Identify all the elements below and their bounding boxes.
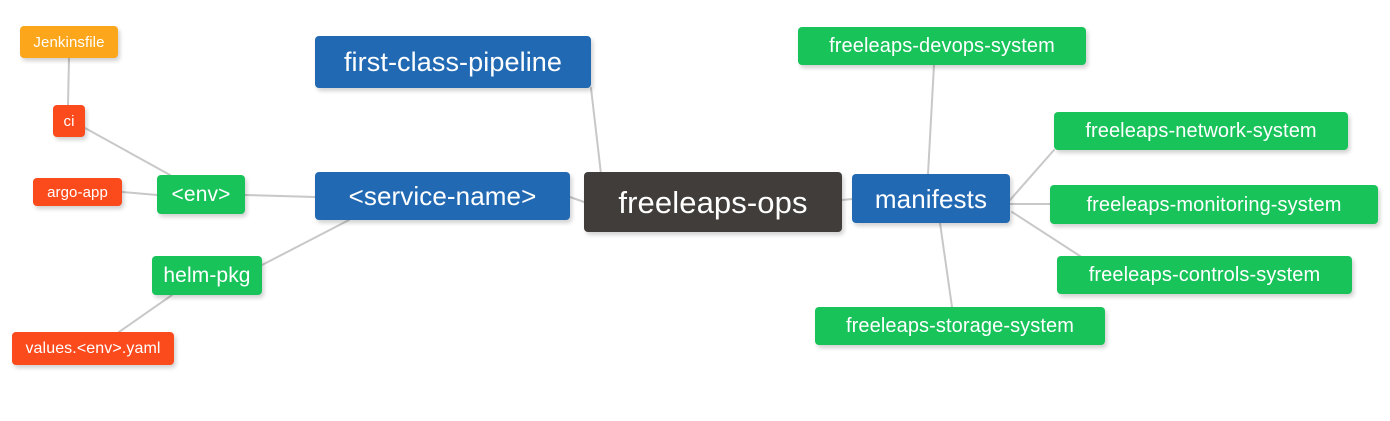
- node-label-helm-pkg: helm-pkg: [163, 264, 251, 287]
- edge-service-name-to-helm-pkg: [261, 219, 350, 266]
- edge-manifests-to-freeleaps-network-system: [1009, 149, 1055, 201]
- node-values-env-yaml[interactable]: values.<env>.yaml: [12, 332, 174, 365]
- node-label-first-class-pipeline: first-class-pipeline: [343, 46, 563, 77]
- edge-env-to-argo-app: [121, 191, 158, 196]
- node-freeleaps-storage-system[interactable]: freeleaps-storage-system: [815, 307, 1105, 345]
- node-first-class-pipeline[interactable]: first-class-pipeline: [315, 36, 591, 88]
- node-env[interactable]: <env>: [157, 175, 245, 214]
- edge-manifests-to-freeleaps-storage-system: [939, 222, 953, 308]
- edge-manifests-to-freeleaps-devops-system: [927, 64, 935, 175]
- node-label-env: <env>: [171, 183, 231, 206]
- node-label-argo-app: argo-app: [47, 183, 108, 201]
- node-freeleaps-network-system[interactable]: freeleaps-network-system: [1054, 112, 1348, 150]
- node-label-freeleaps-devops-system: freeleaps-devops-system: [829, 35, 1055, 57]
- node-label-manifests: manifests: [874, 183, 988, 214]
- node-ci[interactable]: ci: [53, 105, 85, 137]
- edge-ci-to-jenkinsfile: [67, 57, 70, 106]
- node-jenkinsfile[interactable]: Jenkinsfile: [20, 26, 118, 58]
- edge-freeleaps-ops-to-service-name: [569, 196, 585, 203]
- node-freeleaps-devops-system[interactable]: freeleaps-devops-system: [798, 27, 1086, 65]
- node-argo-app[interactable]: argo-app: [33, 178, 122, 206]
- edge-env-to-ci: [84, 127, 171, 176]
- node-label-service-name: <service-name>: [348, 181, 537, 211]
- node-label-jenkinsfile: Jenkinsfile: [33, 33, 105, 51]
- node-helm-pkg[interactable]: helm-pkg: [152, 256, 262, 295]
- node-freeleaps-ops[interactable]: freeleaps-ops: [584, 172, 842, 232]
- node-label-freeleaps-storage-system: freeleaps-storage-system: [845, 315, 1075, 337]
- edge-helm-pkg-to-values-env-yaml: [118, 294, 173, 333]
- node-label-freeleaps-network-system: freeleaps-network-system: [1085, 120, 1317, 142]
- edge-freeleaps-ops-to-manifests: [841, 198, 853, 201]
- node-label-freeleaps-monitoring-system: freeleaps-monitoring-system: [1086, 193, 1342, 216]
- node-label-values-env-yaml: values.<env>.yaml: [25, 339, 161, 357]
- node-service-name[interactable]: <service-name>: [315, 172, 570, 220]
- node-manifests[interactable]: manifests: [852, 174, 1010, 223]
- node-freeleaps-controls-system[interactable]: freeleaps-controls-system: [1057, 256, 1352, 294]
- node-label-freeleaps-controls-system: freeleaps-controls-system: [1088, 264, 1321, 286]
- node-label-ci: ci: [63, 112, 75, 130]
- edge-freeleaps-ops-to-first-class-pipeline: [590, 87, 602, 175]
- edge-service-name-to-env: [244, 194, 316, 198]
- node-label-freeleaps-ops: freeleaps-ops: [618, 184, 808, 220]
- node-freeleaps-monitoring-system[interactable]: freeleaps-monitoring-system: [1050, 185, 1378, 224]
